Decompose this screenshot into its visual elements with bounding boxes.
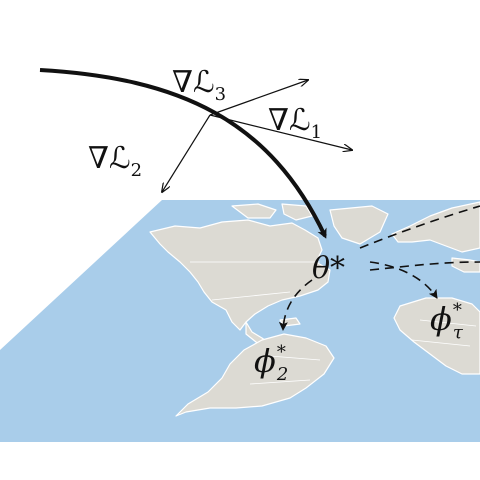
grad-L1-label: ∇ℒ1 — [268, 103, 322, 143]
grad-arrow-L2 — [162, 114, 211, 192]
dashed-line-right-1 — [369, 261, 480, 271]
gradient-arrows — [162, 80, 352, 192]
world-map — [149, 201, 480, 417]
africa-landmass — [393, 297, 480, 375]
arctic-islands-2 — [281, 203, 313, 221]
theta-star-label: θ* — [312, 251, 345, 286]
phi2-label: ϕ*2 — [254, 342, 288, 385]
grad-arrow-L1 — [209, 114, 352, 150]
phitau-label: ϕ*τ — [430, 300, 464, 343]
greenland-landmass — [329, 205, 389, 245]
optimization-trajectory — [39, 68, 327, 239]
country-borders — [190, 261, 477, 385]
grad-L3-label: ∇ℒ3 — [172, 65, 226, 105]
dashed-arrow-phi2 — [278, 279, 313, 331]
dashed-line-right-2 — [359, 205, 480, 249]
north-america-landmass — [149, 219, 331, 331]
south-america-landmass — [175, 333, 335, 417]
caribbean-islands — [279, 317, 301, 327]
arctic-islands — [231, 203, 277, 219]
north-africa-edge — [451, 257, 480, 273]
adaptation-arrows — [278, 205, 480, 331]
grad-L2-label: ∇ℒ2 — [88, 141, 142, 181]
dashed-arrow-phitau — [369, 261, 438, 299]
europe-landmass — [391, 201, 480, 253]
grad-arrow-L3 — [209, 80, 308, 116]
